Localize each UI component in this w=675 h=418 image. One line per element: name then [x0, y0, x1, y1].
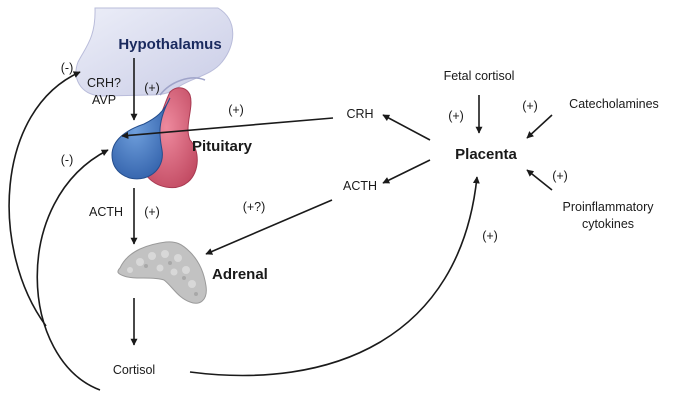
arrows	[8, 58, 553, 391]
catecholamines-label: Catecholamines	[569, 97, 659, 111]
cytokines-label: cytokines	[582, 217, 634, 231]
pituitary-label: Pituitary	[192, 138, 253, 155]
arrow-cortisol-feedback-hypothalamus	[8, 71, 81, 327]
adrenal-label: Adrenal	[212, 266, 268, 283]
arrow-placenta-to-crh	[382, 114, 431, 141]
arrow-cortisol-to-placenta	[189, 176, 480, 377]
adrenal-shape	[117, 241, 207, 304]
proinflammatory-label: Proinflammatory	[563, 200, 655, 214]
sign-pos-cortisol-placenta: (+)	[482, 229, 498, 243]
sign-pos-catecholamines: (+)	[522, 99, 538, 113]
sign-neg-pituitary: (-)	[61, 153, 74, 167]
sign-pos-fetal-cortisol: (+)	[448, 109, 464, 123]
crh-question-label: CRH?	[87, 76, 121, 90]
sign-pos-crh-pituitary: (+)	[228, 103, 244, 117]
arrow-cortisol-feedback-pituitary	[36, 149, 109, 391]
acth-left-label: ACTH	[89, 205, 123, 219]
crh-placental-label: CRH	[346, 107, 373, 121]
arrow-placental-acth-to-adrenal	[205, 199, 333, 255]
sign-neg-hypothalamus: (-)	[61, 61, 74, 75]
arrow-placental-crh-to-pituitary	[121, 117, 334, 139]
sign-pos-cytokines: (+)	[552, 169, 568, 183]
arrow-catecholamines-to-placenta	[526, 114, 553, 139]
sign-pos-hypothalamus-pituitary: (+)	[144, 81, 160, 95]
hypothalamus-shape	[75, 7, 234, 97]
arrow-cytokines-to-placenta	[526, 169, 553, 191]
hypothalamus-label: Hypothalamus	[118, 36, 221, 53]
sign-pos-question-placental-acth: (+?)	[243, 200, 266, 214]
acth-placental-label: ACTH	[343, 179, 377, 193]
fetal-cortisol-label: Fetal cortisol	[444, 69, 515, 83]
cortisol-label: Cortisol	[113, 363, 155, 377]
placenta-label: Placenta	[455, 146, 517, 163]
avp-label: AVP	[92, 93, 116, 107]
sign-pos-acth-adrenal: (+)	[144, 205, 160, 219]
arrow-placenta-to-acth	[382, 159, 431, 184]
pituitary-shape	[111, 87, 198, 189]
